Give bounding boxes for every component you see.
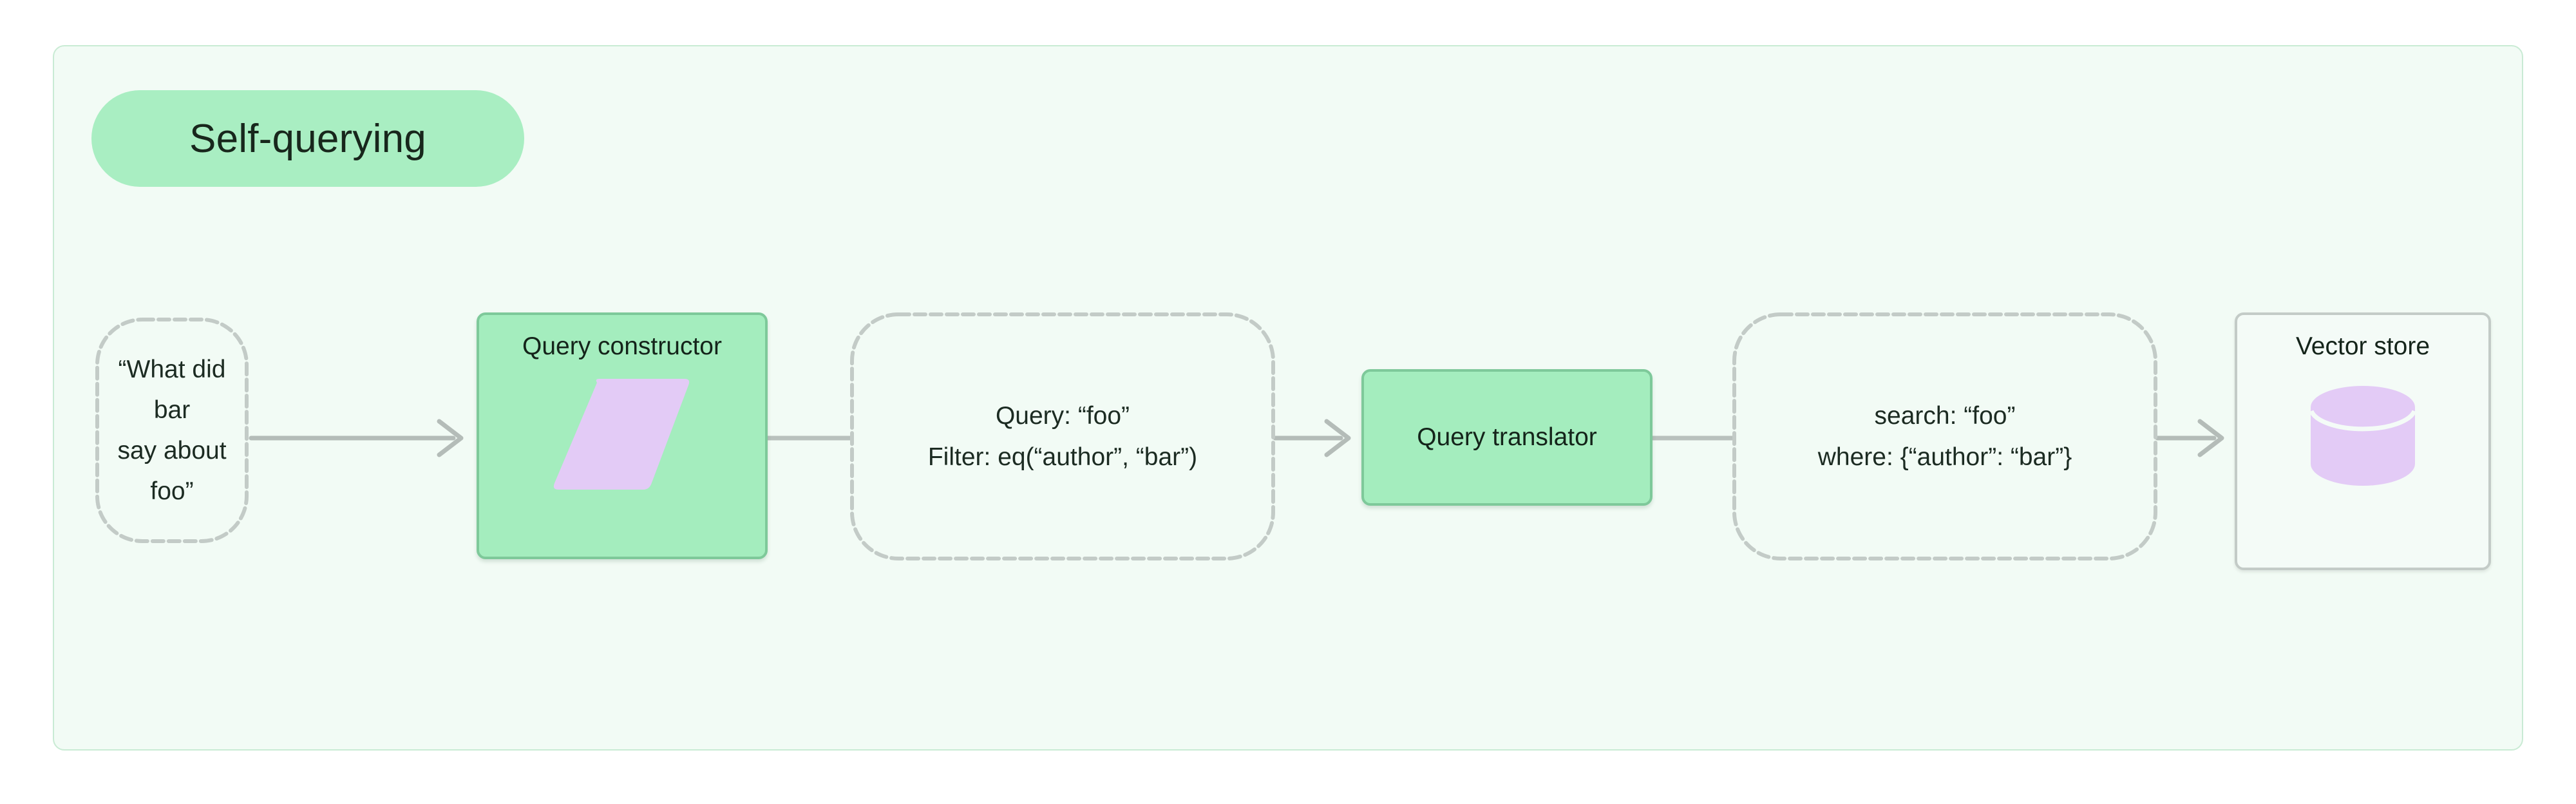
node-translated-query-label: search: “foo” where: {“author”: “bar”} — [1817, 402, 2072, 471]
node-structured-query-label: Query: “foo” Filter: eq(“author”, “bar”) — [927, 402, 1198, 471]
subgraph-title-label: Self-querying — [189, 116, 426, 161]
cylinder-icon — [2309, 385, 2417, 486]
node-query-constructor-label: Query constructor — [522, 332, 722, 360]
parallelogram-icon — [553, 378, 690, 490]
node-query-translator-label: Query translator — [1417, 423, 1597, 451]
node-query-constructor[interactable]: Query constructor — [477, 312, 768, 559]
node-user-query-label: “What did bar say about foo” — [117, 355, 227, 506]
subgraph-title-badge: Self-querying — [91, 90, 524, 187]
node-user-query[interactable]: “What did bar say about foo” — [95, 318, 249, 543]
node-structured-query[interactable]: Query: “foo” Filter: eq(“author”, “bar”) — [850, 312, 1275, 560]
node-query-translator[interactable]: Query translator — [1361, 369, 1653, 506]
node-vector-store[interactable]: Vector store — [2235, 312, 2491, 570]
node-translated-query[interactable]: search: “foo” where: {“author”: “bar”} — [1732, 312, 2157, 560]
node-vector-store-label: Vector store — [2295, 332, 2430, 360]
